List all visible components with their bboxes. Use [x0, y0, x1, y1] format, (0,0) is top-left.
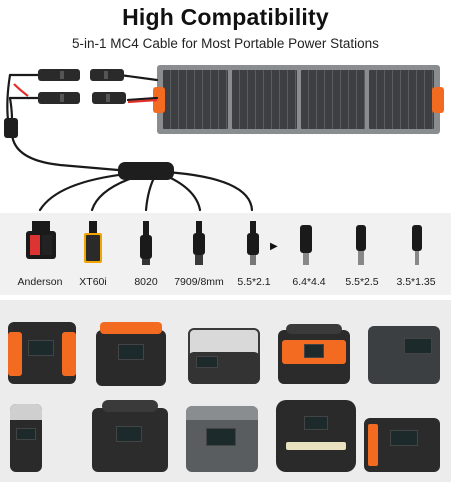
panel-cell	[369, 70, 434, 129]
connector-8020-icon	[140, 221, 152, 265]
connector-label: 5.5*2.5	[345, 276, 379, 288]
connector-5521-icon	[247, 221, 259, 265]
power-station-image	[96, 322, 166, 386]
panel-cell	[231, 70, 297, 129]
power-station-image	[10, 404, 42, 472]
panel-cell	[300, 70, 366, 129]
mc4-cable-illustration	[4, 69, 254, 212]
power-station-image	[278, 324, 350, 384]
arrow-right-icon: ▶	[270, 241, 278, 252]
connector-label: 6.4*4.4	[292, 276, 326, 288]
power-station-image	[276, 400, 356, 472]
xt60i-connector-icon	[84, 221, 102, 263]
power-station-image	[92, 400, 168, 472]
connector-strip	[0, 213, 451, 295]
power-station-image	[368, 326, 440, 384]
power-stations-grid	[0, 300, 451, 482]
power-station-image	[186, 406, 258, 472]
adapter-6444-icon	[300, 225, 312, 265]
power-station-image	[188, 328, 260, 384]
page-title: High Compatibility	[122, 4, 329, 30]
connector-label: Anderson	[17, 276, 63, 288]
panel-cell	[163, 70, 228, 129]
connector-7909-icon	[193, 221, 205, 265]
connector-label: 3.5*1.35	[396, 276, 436, 288]
power-station-image	[8, 322, 76, 384]
connector-label: 8020	[134, 276, 158, 288]
connector-label: 5.5*2.1	[237, 276, 271, 288]
power-station-image	[364, 418, 440, 472]
page-subtitle: 5-in-1 MC4 Cable for Most Portable Power…	[72, 36, 379, 51]
connector-label: 7909/8mm	[174, 276, 224, 288]
adapter-5525-icon	[356, 225, 366, 265]
connector-label: XT60i	[79, 276, 107, 288]
panel-handle-left	[153, 87, 165, 113]
solar-panel-image	[153, 65, 444, 134]
adapter-3513-icon	[412, 225, 422, 265]
panel-handle-right	[432, 87, 444, 113]
anderson-connector-icon	[26, 221, 56, 259]
